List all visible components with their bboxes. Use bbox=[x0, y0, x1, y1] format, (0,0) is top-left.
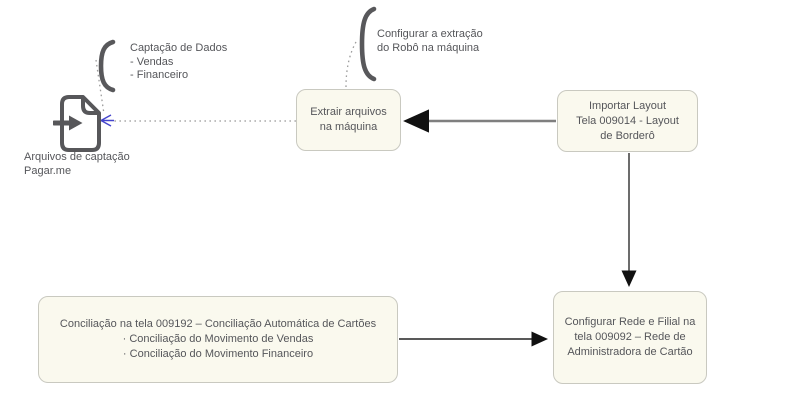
node-configurar-rede-filial: Configurar Rede e Filial na tela 009092 … bbox=[553, 291, 707, 384]
annotation-captacao-de-dados: Captação de Dados - Vendas - Financeiro bbox=[130, 42, 228, 81]
node-importar-layout: Importar Layout Tela 009014 - Layout de … bbox=[557, 90, 698, 152]
file-import-icon bbox=[53, 95, 101, 152]
node-conciliacao: Conciliação na tela 009192 – Conciliação… bbox=[38, 296, 398, 383]
curly-brace-extracao-icon bbox=[359, 6, 377, 82]
annotation-configurar-extracao: Configurar a extração do Robô na máquina bbox=[377, 28, 483, 54]
curly-brace-captacao-icon bbox=[98, 39, 116, 93]
node-extrair-arquivos: Extrair arquivos na máquina bbox=[296, 89, 401, 151]
dotted-line-brace-to-extrair bbox=[345, 41, 357, 88]
annotation-arquivos-de-captacao: Arquivos de captação Pagar.me bbox=[24, 151, 130, 177]
